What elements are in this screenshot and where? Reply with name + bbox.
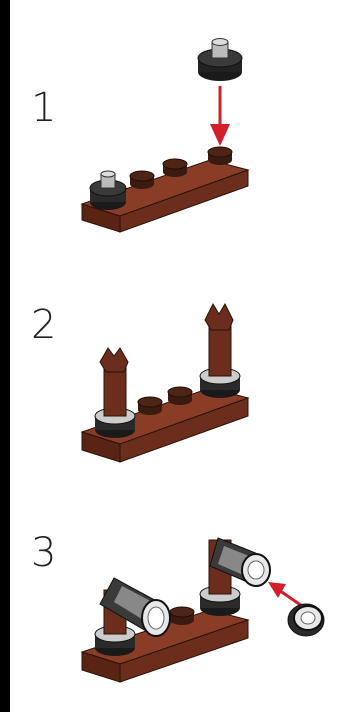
- down-arrow-icon: [210, 86, 230, 146]
- step-2-number: 2: [31, 305, 56, 345]
- step-2-illustration: [70, 290, 270, 480]
- step-3-illustration: [70, 520, 340, 700]
- clip-post-right-icon: [200, 304, 240, 398]
- lamp-right-icon: [200, 538, 270, 616]
- round-stud-icon: [198, 39, 242, 82]
- clip-post-left-icon: [95, 348, 135, 438]
- step-1-number: 1: [31, 88, 56, 128]
- step-1-illustration: [70, 20, 270, 250]
- lamp-lens-icon: [288, 604, 324, 636]
- instruction-sheet: 1: [10, 0, 341, 712]
- step-3-number: 3: [31, 533, 56, 573]
- insert-arrow-icon: [268, 582, 302, 606]
- brown-plate-icon: [82, 147, 248, 232]
